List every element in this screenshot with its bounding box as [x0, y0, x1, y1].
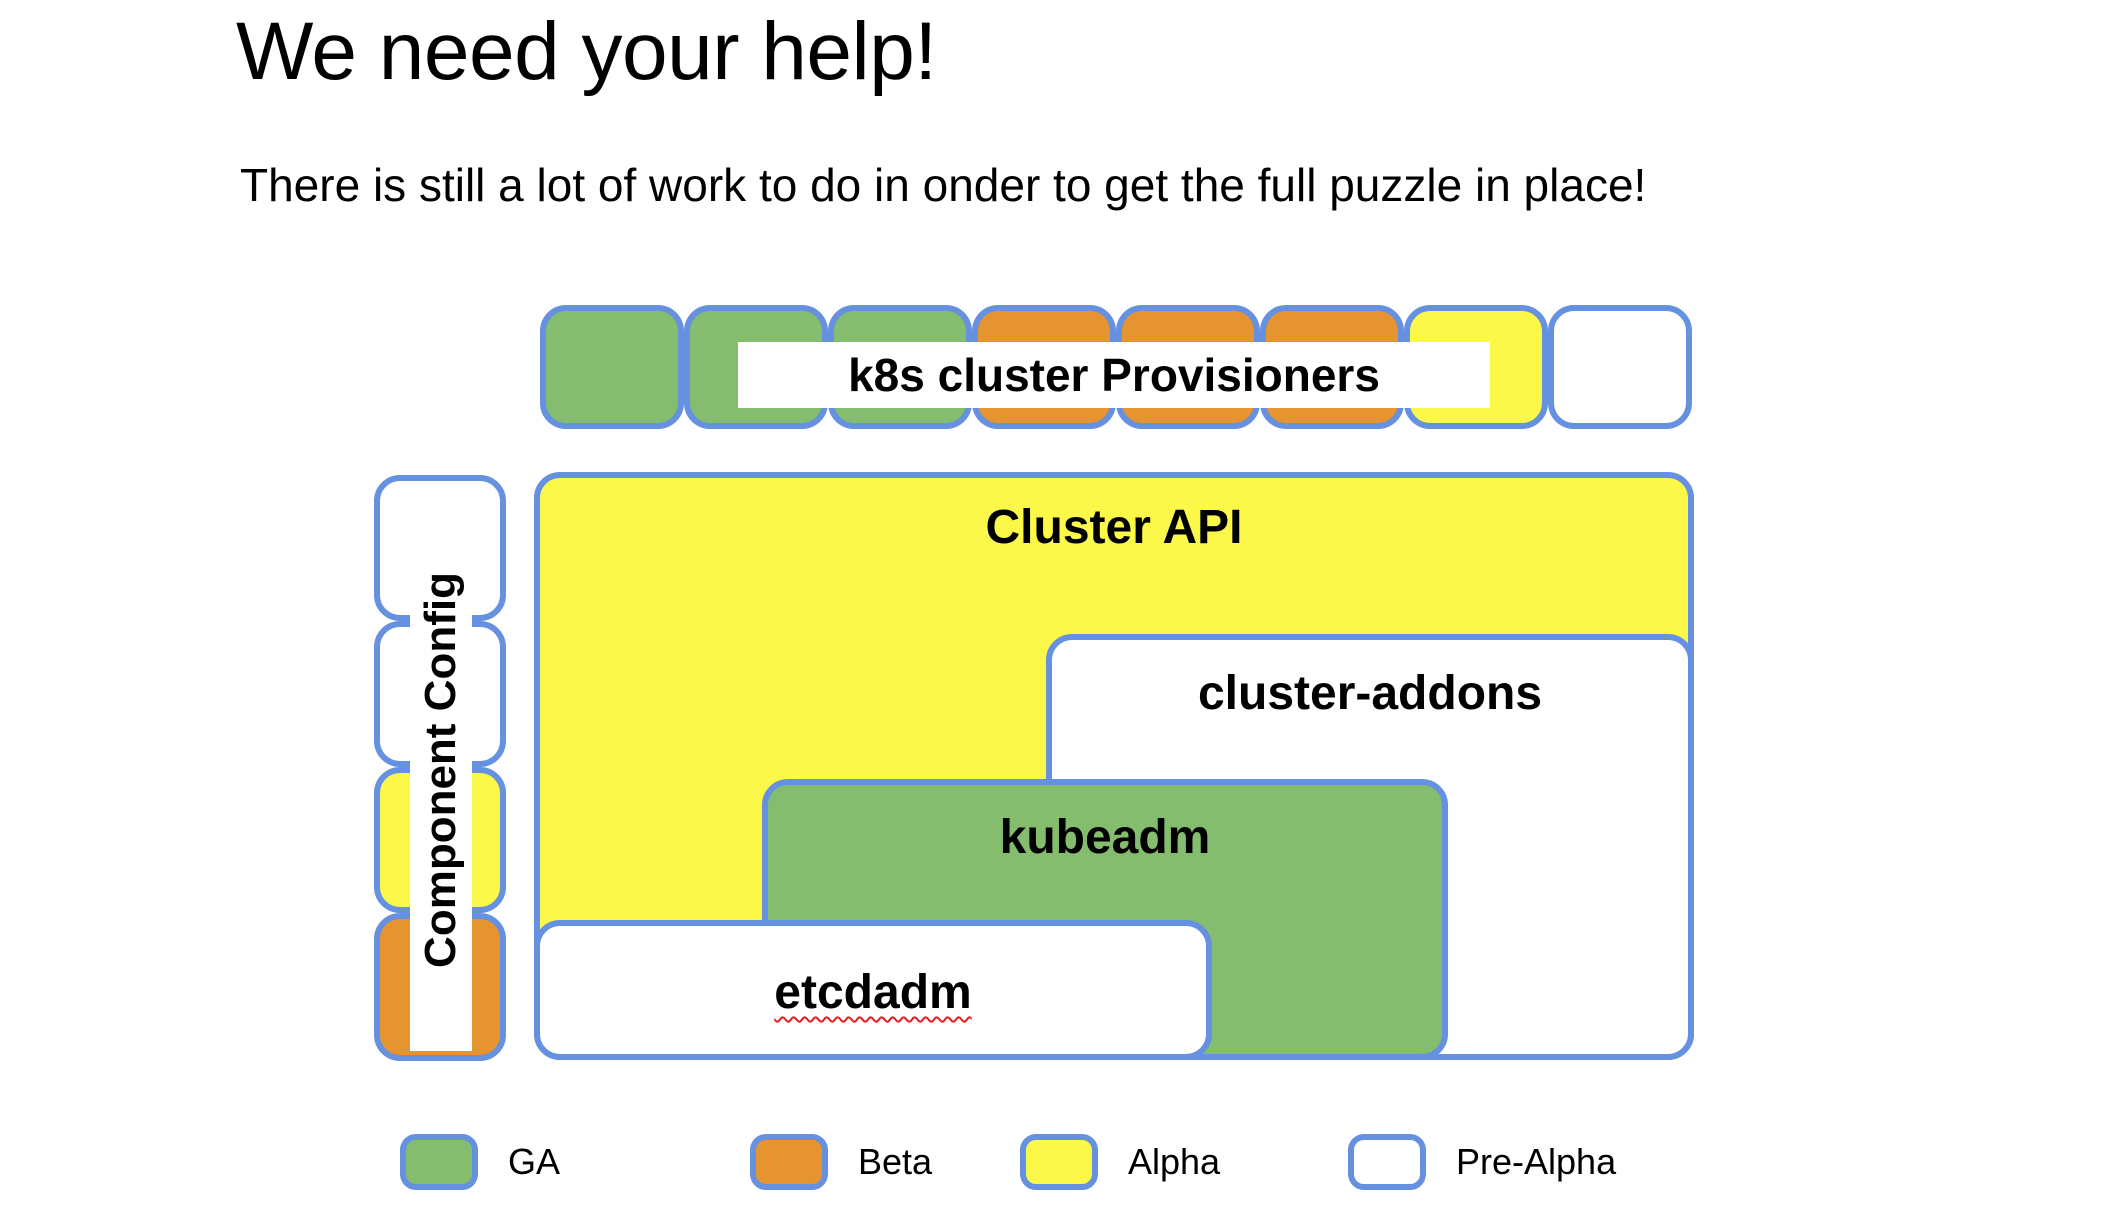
- legend-entry-alpha: Alpha: [1020, 1122, 1220, 1202]
- legend-entry-beta: Beta: [750, 1122, 932, 1202]
- k8s-cluster-provisioners-label: k8s cluster Provisioners: [738, 342, 1490, 408]
- legend-swatch-alpha: [1020, 1134, 1098, 1190]
- etcdadm-label: etcdadm: [534, 965, 1212, 1020]
- component-config-label: Component Config: [410, 489, 472, 1051]
- page-title: We need your help!: [236, 6, 937, 97]
- legend-swatch-ga: [400, 1134, 478, 1190]
- cluster-api-label: Cluster API: [985, 501, 1243, 554]
- legend-swatch-prealpha: [1348, 1134, 1426, 1190]
- provisioner-cell-1: [540, 305, 684, 429]
- legend-label-alpha: Alpha: [1128, 1141, 1221, 1182]
- legend-swatch-beta: [750, 1134, 828, 1190]
- legend-label-ga: GA: [508, 1141, 561, 1182]
- component-config-label-text: Component Config: [416, 572, 466, 968]
- cluster-addons-label: cluster-addons: [1197, 667, 1543, 720]
- legend-entry-prealpha: Pre-Alpha: [1348, 1122, 1616, 1202]
- legend-entry-ga: GA: [400, 1122, 560, 1202]
- page-subtitle: There is still a lot of work to do in on…: [240, 159, 1647, 211]
- etcdadm-label-text: etcdadm: [774, 966, 972, 1019]
- kubeadm-label: kubeadm: [999, 811, 1211, 864]
- legend-label-prealpha: Pre-Alpha: [1456, 1141, 1617, 1182]
- status-legend: GA Beta Alpha Pre-Alpha: [0, 1122, 2126, 1202]
- etcdadm-block: [534, 920, 1212, 1060]
- legend-label-beta: Beta: [858, 1141, 933, 1182]
- provisioner-cell-8: [1548, 305, 1692, 429]
